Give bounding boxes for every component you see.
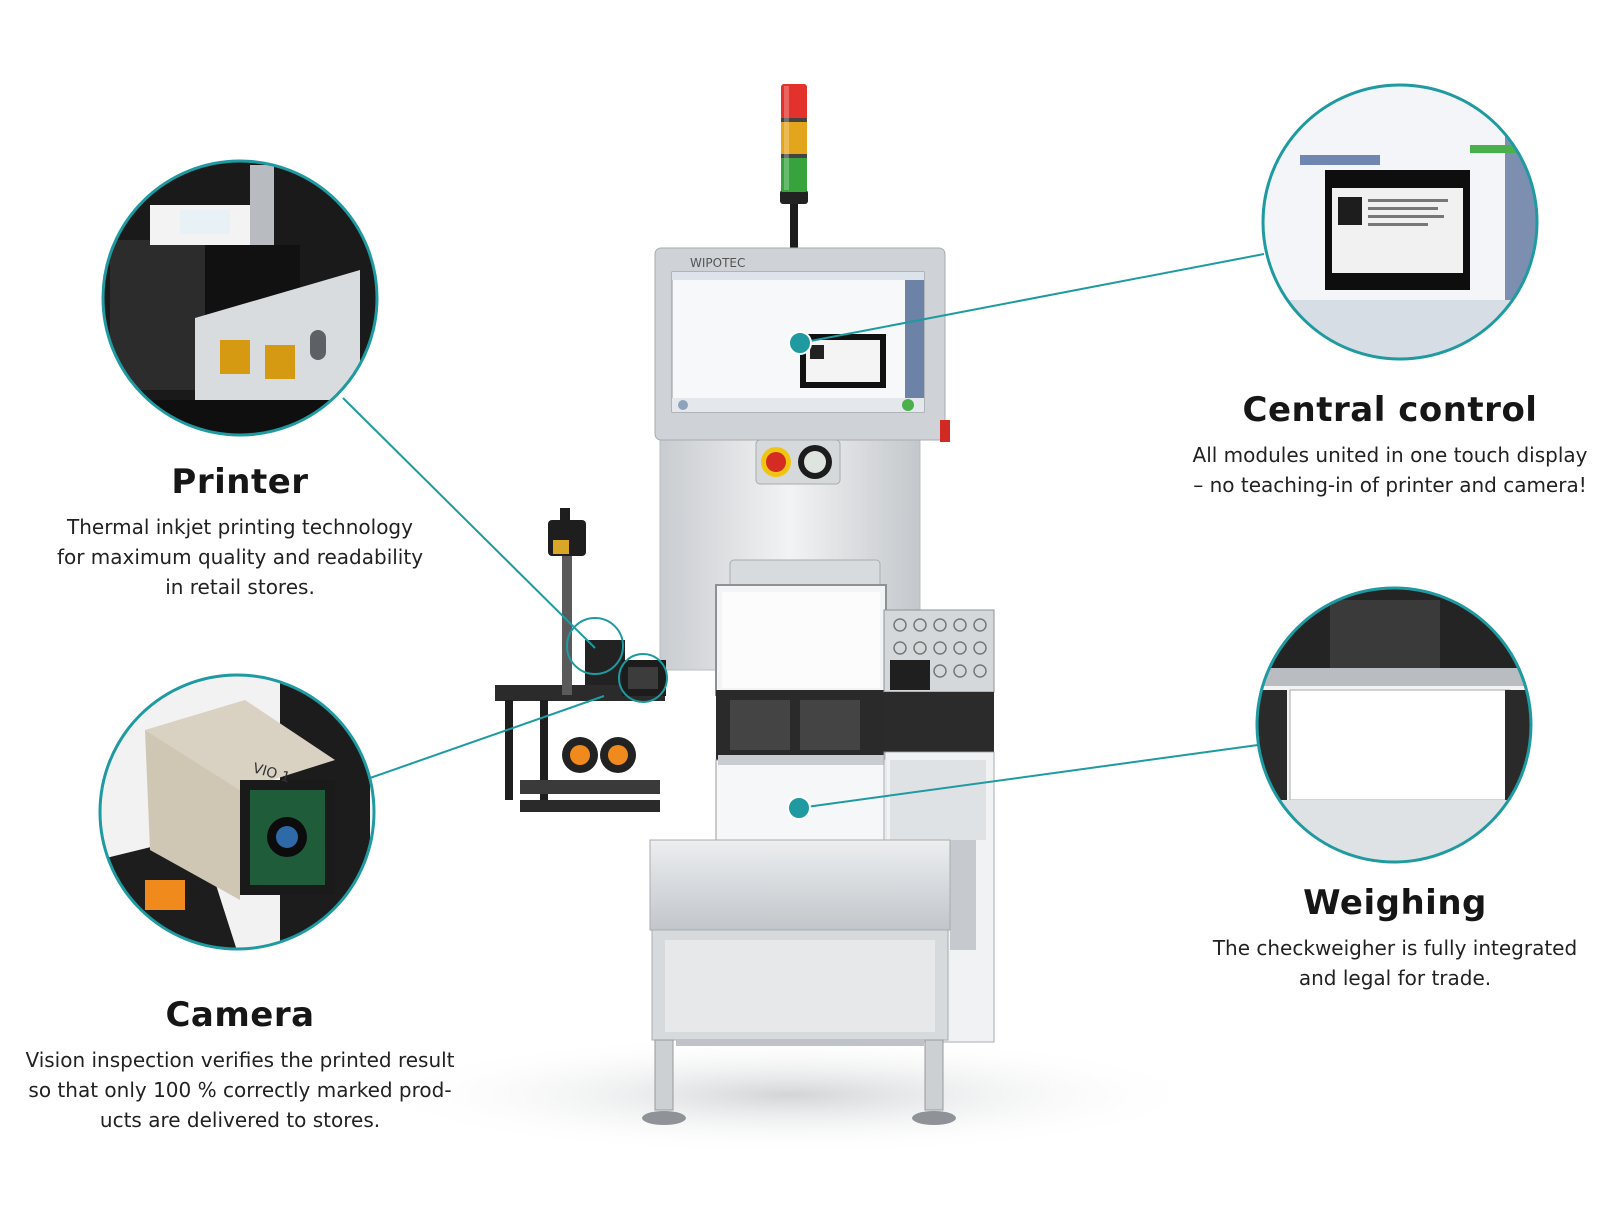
hotspot-central-dot <box>788 331 812 355</box>
callout-weighing-title: Weighing <box>1303 883 1487 923</box>
side-button <box>940 420 950 442</box>
callout-central-control: Central control All modules united in on… <box>1170 390 1610 500</box>
line-central <box>799 253 1265 344</box>
callout-printer-text: Thermal inkjet printing technology for m… <box>56 515 424 599</box>
camera-closeup-icon: VIO 1 <box>98 673 376 951</box>
hotspot-camera-ring <box>618 653 668 703</box>
hotspots <box>566 331 812 820</box>
floor-shadow <box>370 1035 1210 1155</box>
callout-central-text: All modules united in one touch display … <box>1192 443 1588 497</box>
callout-printer-title: Printer <box>171 462 309 502</box>
printer-module <box>495 508 666 812</box>
printer-closeup-icon <box>101 159 379 437</box>
connector-lines <box>342 253 1265 809</box>
weighing-closeup-icon <box>1255 586 1533 864</box>
line-camera <box>369 695 605 779</box>
weighing-hood <box>715 559 887 696</box>
display-logo: WIPOTEC <box>690 256 745 270</box>
callout-camera-text: Vision inspection verifies the printed r… <box>25 1048 455 1132</box>
callout-weighing-text: The checkweigher is fully integrated and… <box>1212 936 1578 990</box>
callout-central-title: Central control <box>1242 390 1538 430</box>
callout-weighing: Weighing The checkweigher is fully integ… <box>1180 883 1610 993</box>
signal-tower <box>780 84 808 250</box>
checkweigher-machine: WIPOTEC <box>495 84 995 1125</box>
callout-camera: Camera Vision inspection verifies the pr… <box>10 995 470 1135</box>
base-cabinet <box>642 839 956 1125</box>
hotspot-printer-ring <box>566 617 624 675</box>
callout-camera-title: Camera <box>165 995 315 1035</box>
line-printer <box>342 397 596 649</box>
line-weighing <box>798 744 1259 809</box>
hotspot-weighing-dot <box>787 796 811 820</box>
screen-closeup-icon <box>1261 83 1539 361</box>
callout-printer: Printer Thermal inkjet printing technolo… <box>20 462 460 602</box>
control-buttons <box>755 439 841 485</box>
